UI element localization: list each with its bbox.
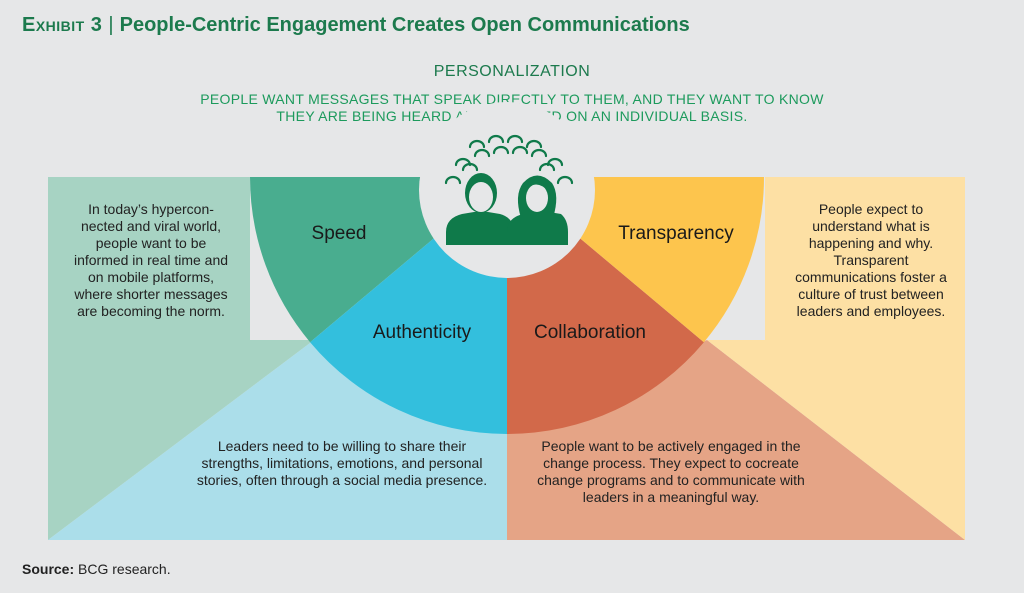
source-label: Source: <box>22 561 75 577</box>
source-note: Source: BCG research. <box>22 561 171 577</box>
personalization-heading: PERSONALIZATION <box>433 63 591 80</box>
collaboration-text: People want to be actively engaged in th… <box>537 438 805 505</box>
speed-panel-bg <box>48 177 314 540</box>
authenticity-label: Authenticity <box>372 322 472 343</box>
exhibit-heading: People-Centric Engagement Creates Open C… <box>119 14 690 36</box>
center-circle <box>419 102 595 278</box>
speed-label: Speed <box>311 223 367 244</box>
authenticity-text: Leaders need to be willing to share thei… <box>196 438 488 488</box>
title-separator: | <box>108 14 114 36</box>
transparency-text: People expect to understand what is happ… <box>795 201 947 319</box>
exhibit-title: Exhibit 3|People-Centric Engagement Crea… <box>22 14 690 37</box>
people-crowd-icon <box>444 134 574 185</box>
collaboration-label: Collaboration <box>534 322 646 343</box>
exhibit-number: Exhibit 3 <box>22 14 103 36</box>
transparency-label: Transparency <box>618 223 734 244</box>
transparency-panel-bg <box>707 177 965 540</box>
speed-text: In today’s hypercon-nected and viral wor… <box>73 201 229 319</box>
source-text: BCG research. <box>78 561 171 577</box>
person-icons <box>446 173 568 245</box>
